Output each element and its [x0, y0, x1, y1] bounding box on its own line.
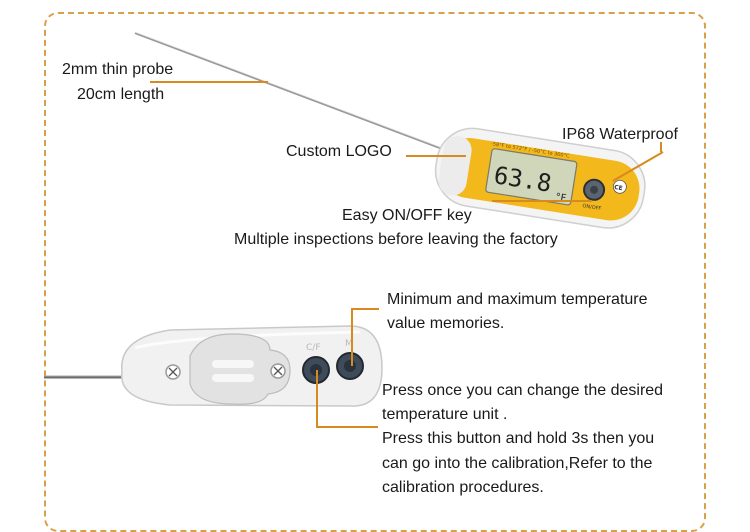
lcd-unit: °F: [555, 192, 568, 205]
label-press-1: Press once you can change the desired: [382, 382, 664, 399]
top-thermometer: 63.8 °F -58°F to 572°F / -50°C to 300°C …: [434, 127, 646, 229]
leader-probe: [150, 81, 268, 83]
leader-logo: [406, 155, 466, 157]
label-press-4: can go into the calibration,Refer to the: [382, 455, 653, 472]
label-minmax-1: Minimum and maximum temperature: [387, 291, 648, 308]
label-onoff: Easy ON/OFF key: [342, 207, 472, 224]
leader-waterproof: [660, 142, 662, 152]
product-illustration: 63.8 °F -58°F to 572°F / -50°C to 300°C …: [44, 31, 646, 407]
label-probe-2: 20cm length: [77, 86, 165, 103]
label-waterproof: IP68 Waterproof: [562, 126, 678, 143]
label-custom-logo: Custom LOGO: [286, 143, 392, 160]
leader-minmax-h: [351, 308, 379, 310]
label-inspections: Multiple inspections before leaving the …: [234, 231, 558, 248]
svg-text:M: M: [345, 339, 353, 349]
leader-onoff: [492, 200, 592, 202]
svg-text:ON/OFF: ON/OFF: [582, 203, 602, 212]
bottom-thermometer: C/F M: [121, 325, 383, 407]
leader-cf-h: [316, 426, 378, 428]
ce-mark: CE: [614, 184, 624, 192]
lcd-display: [485, 148, 578, 206]
top-probe: [134, 31, 441, 150]
label-press-3: Press this button and hold 3s then you: [382, 430, 655, 447]
label-press-2: temperature unit .: [382, 406, 508, 423]
label-probe-1: 2mm thin probe: [62, 61, 174, 78]
leader-cf-v: [316, 370, 318, 428]
label-minmax-2: value memories.: [387, 315, 505, 332]
label-press-5: calibration procedures.: [382, 479, 544, 496]
svg-text:C/F: C/F: [306, 343, 321, 353]
leader-minmax-v: [351, 308, 353, 366]
